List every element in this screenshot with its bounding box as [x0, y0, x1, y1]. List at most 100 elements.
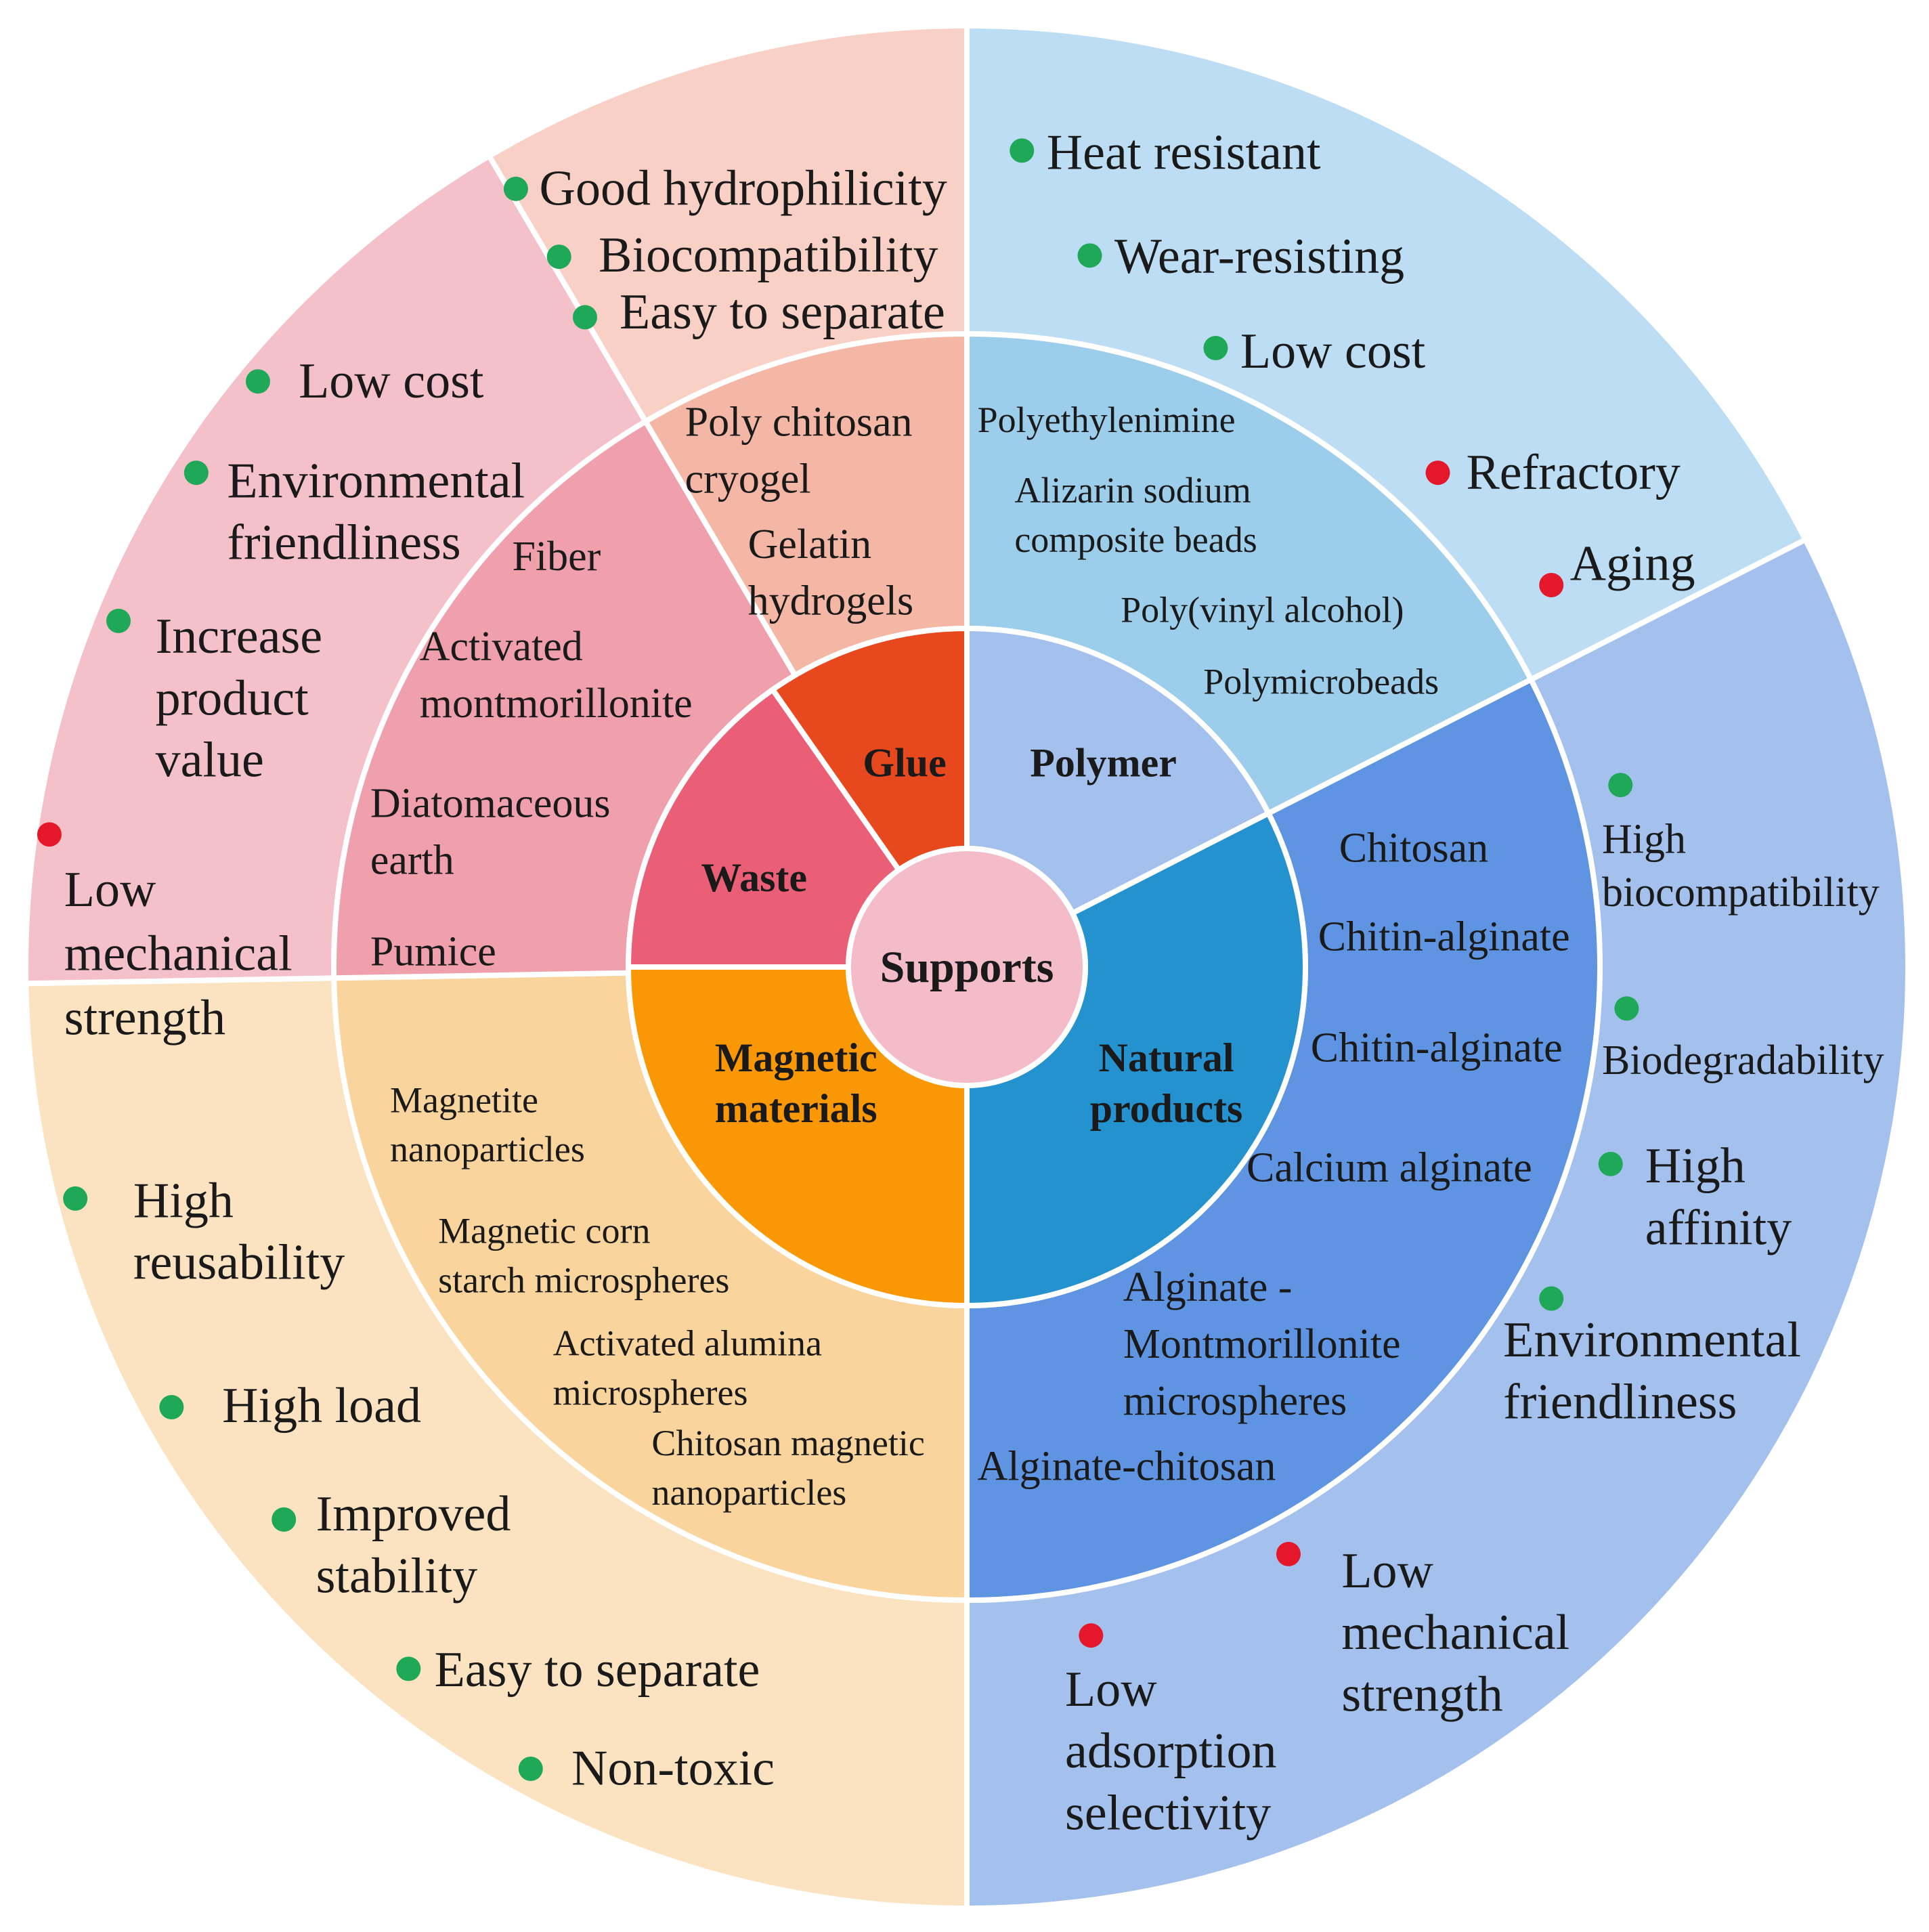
material-label-line: Magnetite: [390, 1079, 538, 1120]
advantage-dot-icon: [272, 1507, 297, 1532]
category-label-glue-line: Glue: [863, 741, 946, 786]
feature-label: High reusability: [133, 1173, 345, 1290]
feature-label-line: High: [1602, 817, 1686, 863]
advantage-dot-icon: [1203, 336, 1228, 361]
material-label-line: earth: [370, 838, 454, 884]
feature-label-line: High: [1645, 1138, 1746, 1194]
material-label-line: Alginate -: [1123, 1264, 1293, 1310]
feature-label-line: biocompatibility: [1602, 870, 1880, 916]
feature-label: Biocompatibility: [599, 228, 938, 283]
feature-label-line: Low: [1065, 1662, 1157, 1717]
center-hub: Supports: [846, 846, 1088, 1088]
material-label: Polyethylenimine: [978, 400, 1236, 440]
advantage-dot-icon: [396, 1656, 421, 1681]
category-label-waste-line: Waste: [701, 855, 807, 900]
feature-label-line: Good hydrophilicity: [540, 161, 947, 217]
material-label-line: hydrogels: [748, 578, 914, 624]
material-label-line: Activated alumina: [553, 1323, 822, 1363]
feature-label-line: Easy to separate: [620, 284, 945, 340]
feature-label-line: mechanical: [1341, 1605, 1569, 1660]
advantage-dot-icon: [1598, 1151, 1623, 1176]
material-label-line: Poly(vinyl alcohol): [1121, 590, 1404, 630]
advantage-dot-icon: [159, 1394, 184, 1419]
material-label: Fiber: [512, 534, 601, 580]
material-label: Poly(vinyl alcohol): [1121, 590, 1404, 630]
feature-label: Non-toxic: [571, 1741, 775, 1797]
material-label-line: Alginate-chitosan: [978, 1444, 1276, 1490]
feature-label-line: High: [133, 1173, 234, 1228]
disadvantage-dot-icon: [1276, 1541, 1301, 1566]
material-label: Pumice: [370, 928, 496, 974]
material-label-line: Chitosan: [1339, 825, 1488, 871]
feature-label: Biodegradability: [1602, 1037, 1884, 1083]
center-label: Supports: [880, 943, 1054, 992]
material-label-line: microspheres: [553, 1372, 748, 1413]
feature-label-line: value: [156, 733, 264, 788]
disadvantage-dot-icon: [1539, 572, 1564, 597]
feature-label-line: Low cost: [299, 353, 484, 409]
material-label-line: Fiber: [512, 534, 601, 580]
advantage-dot-icon: [63, 1186, 88, 1211]
feature-label: Aging: [1570, 536, 1695, 592]
material-label: Activated alumina microspheres: [553, 1323, 822, 1413]
material-label-line: Pumice: [370, 928, 496, 974]
feature-label: Easy to separate: [435, 1642, 760, 1698]
material-label: Alginate-chitosan: [978, 1444, 1276, 1490]
advantage-dot-icon: [1608, 773, 1633, 798]
feature-label-line: Aging: [1570, 536, 1695, 592]
feature-label-line: product: [156, 670, 309, 726]
material-label-line: Montmorillonite: [1123, 1321, 1401, 1367]
advantage-dot-icon: [1010, 138, 1035, 163]
disadvantage-dot-icon: [1079, 1623, 1104, 1648]
feature-label: Good hydrophilicity: [540, 161, 947, 217]
material-label-line: Calcium alginate: [1247, 1144, 1532, 1190]
feature-label: Refractory: [1466, 445, 1680, 500]
feature-label-line: Wear-resisting: [1114, 229, 1404, 284]
material-label: Chitosan magnetic nanoparticles: [651, 1423, 924, 1513]
feature-label-line: selectivity: [1065, 1785, 1271, 1841]
advantage-dot-icon: [546, 244, 571, 270]
material-label-line: Polymicrobeads: [1203, 661, 1439, 702]
feature-label: Low cost: [1240, 324, 1426, 379]
category-label-glue: Glue: [863, 741, 946, 786]
feature-label-line: Easy to separate: [435, 1642, 760, 1698]
advantage-dot-icon: [572, 305, 597, 330]
feature-label-line: Non-toxic: [571, 1741, 775, 1797]
advantage-dot-icon: [518, 1757, 543, 1782]
material-label-line: Chitosan magnetic: [651, 1423, 924, 1463]
feature-label: High biocompatibility: [1602, 817, 1880, 916]
inner-ring: [625, 625, 1308, 1309]
material-label-line: starch microspheres: [438, 1260, 729, 1300]
material-label-line: nanoparticles: [651, 1472, 846, 1513]
material-label-line: Chitin-alginate: [1311, 1025, 1563, 1071]
disadvantage-dot-icon: [37, 822, 62, 847]
outer-ring: [23, 22, 1911, 1912]
material-label-line: cryogel: [685, 456, 811, 502]
feature-label-line: High load: [222, 1378, 421, 1434]
material-label: Chitin-alginate: [1318, 914, 1570, 960]
advantage-dot-icon: [1077, 243, 1102, 268]
advantage-dot-icon: [106, 608, 131, 633]
feature-label-line: Low cost: [1240, 324, 1426, 379]
feature-label-line: affinity: [1645, 1200, 1792, 1255]
material-label-line: Activated: [420, 624, 583, 670]
feature-label-line: Low: [64, 862, 156, 918]
feature-label-line: friendliness: [227, 515, 460, 571]
feature-label-line: reusability: [133, 1235, 345, 1290]
category-label-waste: Waste: [701, 855, 807, 900]
material-label-line: Alizarin sodium: [1014, 470, 1251, 511]
material-label-line: Chitin-alginate: [1318, 914, 1570, 960]
material-label: Calcium alginate: [1247, 1144, 1532, 1190]
feature-label-line: Refractory: [1466, 445, 1680, 500]
